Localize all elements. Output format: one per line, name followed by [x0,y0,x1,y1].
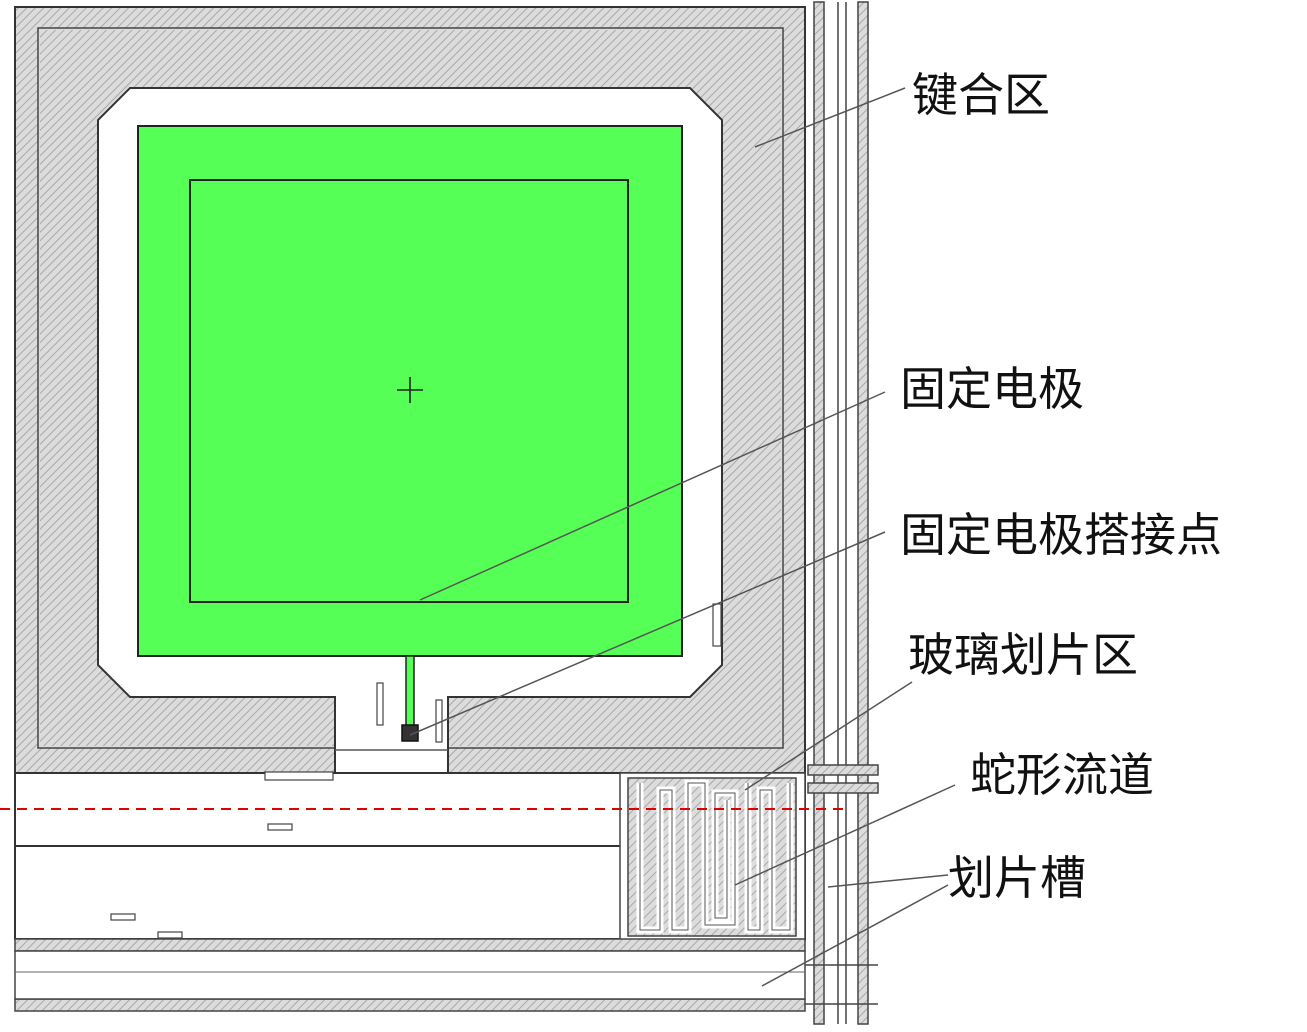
fixed-electrode-contact-label: 固定电极搭接点 [900,508,1222,562]
electrode-contact-pad [401,724,419,742]
fixed-electrode-label: 固定电极 [900,362,1084,416]
serpentine-channel [619,772,806,942]
leader-lines [409,87,956,987]
serpentine-channel-label: 蛇形流道 [970,748,1154,802]
electrode-lead [405,655,415,729]
glass-dicing-area-label: 玻璃划片区 [908,628,1138,682]
center-crosshair [397,377,423,403]
bonding-area-label: 键合区 [912,68,1050,122]
dicing-groove-label: 划片槽 [948,851,1086,905]
vertical-dicing-grooves [813,1,869,1025]
horizontal-dicing-grooves [14,764,879,1012]
electrode-inner-outline [189,179,629,603]
